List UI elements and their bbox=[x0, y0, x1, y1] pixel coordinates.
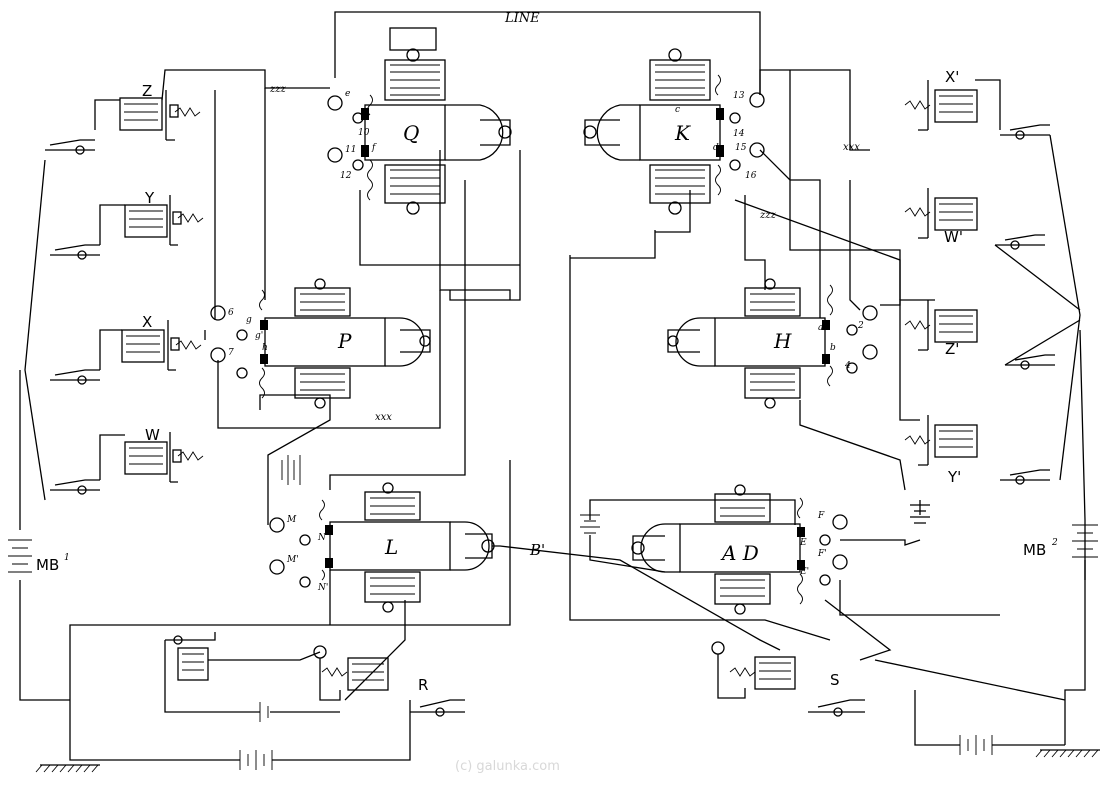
terminal-e: e bbox=[345, 89, 350, 99]
sounder-x-prime-label: X' bbox=[945, 68, 959, 86]
relay-l: L M N M' N' bbox=[269, 482, 495, 613]
sounder-x-label: X bbox=[142, 313, 152, 331]
grounds bbox=[35, 749, 1100, 773]
wire-marks: zzz zzz xxx xxx bbox=[269, 84, 860, 423]
terminal-d: d bbox=[713, 143, 719, 153]
key-s-assembly: S bbox=[711, 641, 865, 717]
terminal-g-prime: g' bbox=[255, 331, 263, 341]
terminal-13: 13 bbox=[733, 91, 745, 101]
terminal-e-prime: E' bbox=[799, 567, 809, 577]
terminal-12: 12 bbox=[340, 171, 352, 181]
wiring bbox=[19, 69, 1098, 770]
terminal-15: 15 bbox=[735, 143, 747, 153]
relay-l-label: L bbox=[384, 535, 398, 559]
sounder-w: W bbox=[124, 426, 204, 483]
sounder-y-prime-label: Y' bbox=[947, 468, 961, 486]
watermark: (c) galunka.com bbox=[455, 759, 560, 774]
terminal-b: b bbox=[830, 343, 836, 353]
sounder-z: Z bbox=[119, 82, 201, 141]
zzz-right-mark: zzz bbox=[759, 210, 777, 221]
terminal-a: a bbox=[818, 323, 823, 333]
left-keys bbox=[45, 139, 100, 495]
terminal-h: h bbox=[262, 343, 268, 353]
relay-ad-label: A D bbox=[720, 541, 759, 565]
terminal-m-prime: M' bbox=[286, 555, 299, 565]
terminal-n-prime: N' bbox=[317, 583, 328, 593]
relay-q-label: Q bbox=[403, 121, 419, 145]
sounder-w-label: W bbox=[145, 426, 160, 444]
terminal-7: 7 bbox=[228, 348, 234, 358]
sounder-y-prime: Y' bbox=[904, 415, 978, 486]
sounder-y-label: Y bbox=[144, 189, 155, 207]
zzz-left-mark: zzz bbox=[269, 84, 287, 95]
terminal-m: M bbox=[286, 515, 297, 525]
key-r-assembly: R bbox=[164, 632, 465, 722]
terminal-6: 6 bbox=[228, 308, 234, 318]
xxx-left-mark: xxx bbox=[375, 412, 392, 423]
terminal-16: 16 bbox=[745, 171, 757, 181]
b-prime-label: B' bbox=[529, 541, 545, 559]
relay-p: P 6 g 7 h g' bbox=[210, 278, 431, 409]
terminal-11: 11 bbox=[345, 145, 356, 155]
sounder-z-prime-label: Z' bbox=[945, 340, 959, 358]
sounder-y: Y bbox=[124, 189, 204, 246]
terminal-n: N bbox=[317, 533, 327, 543]
relay-ad: A D F E F' E' bbox=[631, 484, 848, 615]
mb2-sup: 2 bbox=[1051, 538, 1058, 548]
battery-mb2: MB 2 bbox=[1023, 538, 1058, 559]
terminal-c-inner: c bbox=[675, 105, 680, 115]
sounder-x-prime: X' bbox=[904, 68, 978, 131]
terminal-f: f bbox=[371, 143, 377, 153]
key-s-label: S bbox=[830, 671, 840, 689]
sounder-z-label: Z bbox=[142, 82, 152, 100]
relay-p-label: P bbox=[337, 329, 352, 353]
terminal-10: 10 bbox=[358, 128, 370, 138]
terminal-g: g bbox=[246, 315, 252, 325]
relay-h-label: H bbox=[773, 329, 792, 353]
sounder-w-prime-label: W' bbox=[944, 228, 963, 246]
mb1-sup: 1 bbox=[64, 553, 70, 563]
terminal-2: 2 bbox=[857, 321, 864, 331]
battery-mb1: MB 1 bbox=[8, 539, 70, 574]
terminal-f-upper: F bbox=[817, 511, 825, 521]
right-keys bbox=[995, 124, 1055, 485]
mb1-label: MB bbox=[36, 556, 59, 574]
relay-h: H a b 2 4 bbox=[667, 278, 878, 409]
terminal-e-upper: E bbox=[799, 538, 807, 548]
sounder-w-prime: W' bbox=[904, 188, 978, 246]
line-label: LINE bbox=[504, 11, 540, 26]
line-wire: LINE bbox=[334, 11, 761, 95]
mb2-label: MB bbox=[1023, 541, 1046, 559]
relay-k-label: K bbox=[674, 121, 691, 145]
relay-k: K c c 13 14 d 15 16 bbox=[583, 48, 765, 215]
terminal-f-prime: F' bbox=[817, 549, 827, 559]
terminal-c-outer: c bbox=[718, 111, 723, 121]
sounder-z-prime: Z' bbox=[904, 300, 978, 358]
sounder-x: X bbox=[121, 313, 202, 371]
terminal-14: 14 bbox=[733, 129, 745, 139]
key-r-label: R bbox=[418, 676, 428, 694]
xxx-right-mark: xxx bbox=[843, 142, 860, 153]
relay-q: Q e 10 11 f 12 bbox=[327, 27, 512, 215]
